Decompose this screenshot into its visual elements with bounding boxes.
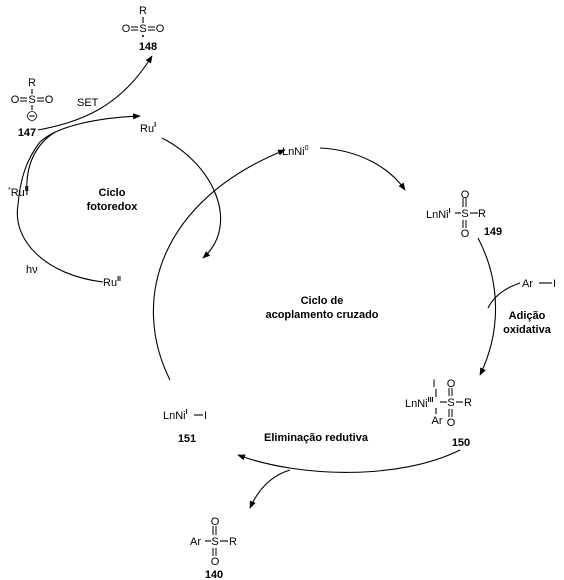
compound-148: R O S O 148	[122, 5, 165, 53]
svg-text:149: 149	[484, 226, 502, 238]
coupling-arc-149-to-150	[477, 237, 497, 376]
ru-I-label: RuI	[140, 122, 156, 135]
svg-text:S: S	[28, 94, 35, 106]
svg-text:Ar: Ar	[190, 536, 201, 548]
ari-addition-arrow	[487, 282, 521, 309]
svg-text:LnNiI: LnNiI	[163, 409, 188, 422]
svg-text:R: R	[478, 208, 486, 220]
svg-text:148: 148	[139, 41, 157, 53]
svg-text:Ar: Ar	[522, 278, 533, 290]
svg-text:O: O	[211, 516, 220, 528]
svg-text:O: O	[447, 417, 456, 429]
ru-II-star-label: *RuII	[8, 186, 29, 199]
coupling-arc-151-to-lnni0	[152, 149, 286, 381]
svg-text:LnNiI: LnNiI	[426, 208, 451, 221]
svg-text:O: O	[156, 23, 165, 35]
lnni0-label: LnNi0	[282, 145, 309, 158]
photoredox-label-1: Ciclo	[99, 187, 126, 199]
svg-text:150: 150	[452, 437, 470, 449]
svg-text:R: R	[28, 77, 36, 89]
compound-149: LnNiI S O R O 149	[426, 189, 502, 240]
svg-text:R: R	[229, 536, 237, 548]
oxidative-addition-label-1: Adição	[509, 310, 546, 322]
ru-II-label: RuII	[103, 276, 121, 289]
coupling-arc-150-to-151	[237, 449, 461, 473]
compound-150: I LnNiIII S O R O Ar 150	[405, 378, 472, 449]
svg-text:147: 147	[18, 127, 36, 139]
svg-text:O: O	[461, 189, 470, 201]
svg-text:LnNiIII: LnNiIII	[405, 397, 434, 410]
svg-text:O: O	[11, 94, 20, 106]
svg-text:S: S	[139, 23, 146, 35]
svg-text:O: O	[211, 556, 220, 568]
svg-text:S: S	[447, 397, 454, 409]
set-arrow-to-148	[37, 55, 153, 131]
svg-text:O: O	[461, 228, 470, 240]
coupling-label-1: Ciclo de	[301, 295, 344, 307]
oxidative-addition-label-2: oxidativa	[503, 324, 552, 336]
svg-text:140: 140	[205, 569, 223, 580]
photoredox-label-2: fotoredox	[87, 201, 139, 213]
compound-151: LnNiI I 151	[163, 409, 207, 445]
svg-text:O: O	[45, 94, 54, 106]
svg-text:151: 151	[178, 433, 196, 445]
svg-text:S: S	[211, 536, 218, 548]
svg-text:O: O	[122, 23, 131, 35]
svg-text:I: I	[553, 278, 556, 290]
svg-text:Ar: Ar	[432, 415, 443, 427]
coupling-label-2: acoplamento cruzado	[265, 309, 378, 321]
compound-147: R O S O 147	[11, 77, 54, 139]
coupling-arc-to-149	[319, 147, 406, 191]
svg-text:R: R	[464, 397, 472, 409]
svg-text:R: R	[139, 5, 147, 17]
photoredox-arc-right	[161, 137, 222, 259]
hv-label: hν	[26, 264, 38, 276]
set-label: SET	[77, 97, 99, 109]
svg-text:S: S	[461, 208, 468, 220]
svg-text:I: I	[432, 378, 435, 390]
compound-140: Ar S O R O 140	[190, 516, 237, 580]
reductive-elimination-label: Eliminação redutiva	[264, 432, 369, 444]
svg-text:O: O	[447, 378, 456, 390]
svg-text:I: I	[204, 410, 207, 422]
photoredox-arc-left	[16, 113, 141, 283]
reductive-elimination-branch	[249, 469, 291, 509]
ru-II-to-ru-I-arc	[26, 131, 56, 196]
aryl-iodide: Ar I	[522, 278, 556, 290]
